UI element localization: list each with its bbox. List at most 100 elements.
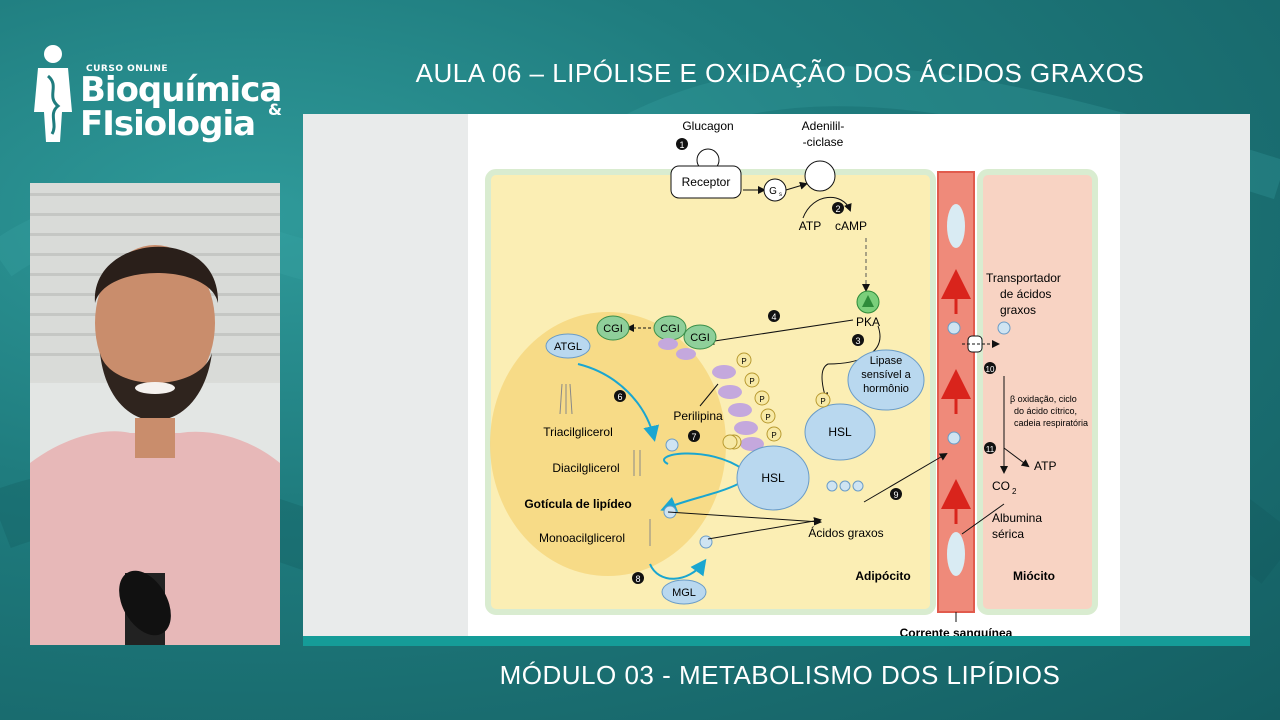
perilipina-label: Perilipina — [673, 409, 723, 423]
presenter-webcam — [30, 183, 280, 645]
svg-text:P: P — [759, 395, 764, 404]
adenilil-label: Adenilil- — [802, 119, 845, 133]
svg-text:4: 4 — [771, 312, 776, 322]
gs-label: G — [769, 186, 777, 197]
atgl-enzyme — [545, 333, 591, 359]
perilipin-segment — [658, 338, 678, 350]
phosphate-icon — [815, 392, 831, 408]
monoacilglicerol-label: Monoacilglicerol — [539, 531, 625, 545]
course-logo: CURSO ONLINE Bioquímica FIsiologia & — [28, 40, 288, 150]
lipolysis-diagram: Glucagon Adenilil- -ciclase 1 Receptor G… — [468, 114, 1120, 646]
logo-line1: Bioquímica — [80, 70, 282, 110]
svg-text:do ácido cítrico,: do ácido cítrico, — [1014, 406, 1077, 416]
step-2-marker — [832, 202, 844, 214]
camp-label: cAMP — [835, 219, 867, 233]
cgi-bound — [683, 324, 717, 350]
svg-text:10: 10 — [986, 365, 995, 374]
step-3-marker — [852, 334, 864, 346]
step-7-marker — [688, 430, 700, 442]
presenter-video — [30, 183, 280, 645]
svg-text:s: s — [779, 192, 782, 198]
svg-text:CGI: CGI — [690, 332, 710, 344]
fatty-acid — [947, 431, 961, 445]
myocyte-cell — [977, 169, 1098, 615]
adipocito-label: Adipócito — [855, 569, 910, 583]
albumina-label: Albumina — [992, 511, 1042, 525]
ciclase-label: -ciclase — [803, 135, 844, 149]
svg-text:HSL: HSL — [828, 425, 852, 439]
diacilglicerol-label: Diacilglicerol — [552, 461, 619, 475]
step-8-marker — [632, 572, 644, 584]
step-1-marker — [676, 138, 688, 150]
fatty-acid — [997, 321, 1011, 335]
perilipin-cluster — [712, 352, 782, 451]
module-title: MÓDULO 03 - METABOLISMO DOS LIPÍDIOS — [499, 660, 1061, 690]
glucagon-label: Glucagon — [682, 119, 733, 133]
adenylyl-cyclase — [804, 160, 836, 192]
step-4-marker — [768, 310, 780, 322]
svg-text:2: 2 — [1012, 487, 1017, 496]
svg-text:P: P — [820, 397, 825, 406]
logo-small-text: CURSO ONLINE — [86, 64, 169, 74]
svg-text:11: 11 — [986, 445, 995, 454]
svg-text:3: 3 — [855, 336, 860, 346]
svg-text:MGL: MGL — [672, 587, 696, 599]
miocito-label: Miócito — [1013, 569, 1055, 583]
step-10-marker — [984, 362, 996, 374]
svg-text:ATGL: ATGL — [554, 341, 582, 353]
svg-text:P: P — [749, 377, 754, 386]
slide-accent-bar — [303, 636, 1250, 646]
logo-ampersand: & — [268, 100, 282, 119]
step-11-marker — [984, 442, 996, 454]
svg-text:Transportador: Transportador — [986, 271, 1061, 285]
hsl-main — [736, 445, 810, 511]
fatty-acid — [852, 480, 864, 492]
svg-text:cadeia respiratória: cadeia respiratória — [1014, 418, 1088, 428]
svg-text:8: 8 — [635, 574, 640, 584]
svg-text:2: 2 — [835, 204, 840, 214]
svg-text:Lipase: Lipase — [870, 355, 902, 367]
step-9-marker — [890, 488, 902, 500]
body-dna-icon — [34, 45, 72, 142]
svg-text:HSL: HSL — [761, 471, 785, 485]
logo-line2: FIsiologia — [80, 104, 256, 144]
svg-text:P: P — [765, 413, 770, 422]
vessel-cell — [947, 204, 965, 248]
svg-text:sensível a: sensível a — [861, 369, 911, 381]
glycerol-head — [665, 438, 679, 452]
hsl-inactive — [847, 349, 925, 411]
step-6-marker — [614, 390, 626, 402]
svg-text:hormônio: hormônio — [863, 383, 909, 395]
fatty-acid — [947, 321, 961, 335]
acidos-graxos-label: Ácidos graxos — [808, 525, 883, 540]
svg-text:CGI: CGI — [660, 323, 680, 335]
svg-text:P: P — [741, 357, 746, 366]
lecture-slide: Glucagon Adenilil- -ciclase 1 Receptor G… — [303, 114, 1250, 646]
svg-text:sérica: sérica — [992, 527, 1024, 541]
goticula-label: Gotícula de lipídeo — [524, 497, 631, 511]
pka-triangle — [862, 295, 874, 307]
co2-label: CO — [992, 479, 1010, 493]
svg-text:CGI: CGI — [603, 323, 623, 335]
fatty-acid — [839, 480, 851, 492]
lipolysis-diagram-svg: Glucagon Adenilil- -ciclase 1 Receptor G… — [485, 119, 1098, 640]
svg-text:6: 6 — [617, 392, 622, 402]
mgl-enzyme — [661, 579, 707, 605]
svg-text:P: P — [771, 431, 776, 440]
svg-text:β oxidação, ciclo: β oxidação, ciclo — [1010, 394, 1077, 404]
hsl-active — [804, 403, 876, 461]
triacilglicerol-label: Triacilglicerol — [543, 425, 613, 439]
receptor-label: Receptor — [682, 175, 731, 189]
cgi-free — [596, 315, 630, 341]
atp-output-label: ATP — [1034, 459, 1056, 473]
fatty-acid — [826, 480, 838, 492]
svg-text:graxos: graxos — [1000, 303, 1036, 317]
receptor-box — [670, 165, 742, 199]
svg-text:9: 9 — [893, 490, 898, 500]
atp-label: ATP — [799, 219, 821, 233]
svg-text:de ácidos: de ácidos — [1000, 287, 1051, 301]
svg-text:7: 7 — [691, 432, 696, 442]
glycerol-head — [699, 535, 713, 549]
lipid-molecules — [559, 383, 651, 546]
vessel-cell — [947, 532, 965, 576]
